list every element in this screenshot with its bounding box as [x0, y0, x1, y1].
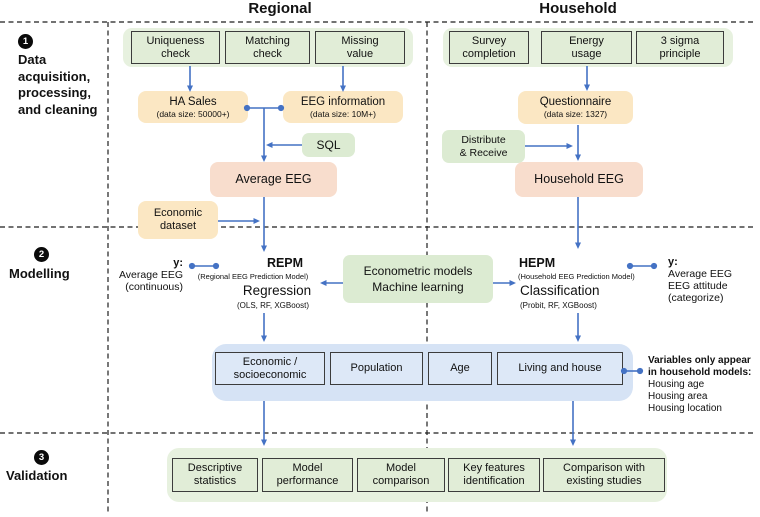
- variable-population-box: Population: [330, 352, 423, 385]
- hepm-y-lines: Average EEG EEG attitude (categorize): [668, 268, 733, 304]
- hepm-full-name: (Household EEG Prediction Model): [518, 272, 635, 281]
- hepm-method: Classification: [520, 283, 600, 298]
- descriptive-statistics-box: Descriptive statistics: [172, 458, 258, 492]
- hepm-y-annotation: y: Average EEG EEG attitude (categorize): [668, 256, 732, 304]
- comparison-studies-box: Comparison with existing studies: [543, 458, 665, 492]
- economic-dataset-box: Economic dataset: [138, 201, 218, 239]
- average-eeg-box: Average EEG: [210, 162, 337, 197]
- ha-sales-title: HA Sales: [169, 95, 217, 108]
- regional-column-header: Regional: [248, 0, 312, 17]
- section1-badge: 1: [18, 34, 33, 49]
- ha-sales-subtitle: (data size: 50000+): [156, 108, 230, 119]
- note-heading: Variables only appear in household model…: [648, 355, 752, 378]
- hepm-y-label: y:: [668, 256, 678, 268]
- repm-method: Regression: [242, 283, 312, 298]
- repm-full-name: (Regional EEG Prediction Model): [197, 272, 309, 281]
- questionnaire-subtitle: (data size: 1327): [543, 109, 608, 119]
- repm-algorithms: (OLS, RF, XGBoost): [236, 301, 310, 310]
- repm-y-label: y:: [173, 257, 183, 269]
- model-performance-box: Model performance: [262, 458, 353, 492]
- distribute-receive-box: Distribute & Receive: [442, 130, 525, 163]
- section3-badge: 3: [34, 450, 49, 465]
- repm-y-lines: Average EEG (continuous): [118, 269, 183, 293]
- econometric-models-box: Econometric models Machine learning: [343, 255, 493, 303]
- matching-check-box: Matching check: [225, 31, 310, 64]
- energy-usage-box: Energy usage: [541, 31, 632, 64]
- section2-label: Modelling: [9, 266, 70, 281]
- section1-label: Data acquisition, processing, and cleani…: [18, 52, 98, 117]
- section2-badge: 2: [34, 247, 49, 262]
- questionnaire-box: Questionnaire (data size: 1327): [518, 91, 633, 124]
- sql-box: SQL: [302, 133, 355, 157]
- eeg-information-box: EEG information (data size: 10M+): [283, 91, 403, 123]
- key-features-box: Key features identification: [448, 458, 540, 492]
- hepm-algorithms: (Probit, RF, XGBoost): [520, 301, 597, 310]
- survey-completion-box: Survey completion: [449, 31, 529, 64]
- household-eeg-box: Household EEG: [515, 162, 643, 197]
- variable-living-house-box: Living and house: [497, 352, 623, 385]
- variable-age-box: Age: [428, 352, 492, 385]
- connector-dots: [188, 104, 658, 375]
- questionnaire-title: Questionnaire: [539, 96, 612, 108]
- section3-label: Validation: [6, 468, 68, 483]
- household-variables-note: Variables only appear in household model…: [648, 355, 751, 415]
- missing-value-box: Missing value: [315, 31, 405, 64]
- eeg-information-title: EEG information: [300, 95, 386, 108]
- repm-y-annotation: y: Average EEG (continuous): [108, 257, 183, 293]
- repm-name: REPM: [266, 256, 304, 270]
- three-sigma-box: 3 sigma principle: [636, 31, 724, 64]
- eeg-information-subtitle: (data size: 10M+): [310, 108, 376, 119]
- model-comparison-box: Model comparison: [357, 458, 445, 492]
- uniqueness-check-box: Uniqueness check: [131, 31, 220, 64]
- ha-sales-box: HA Sales (data size: 50000+): [138, 91, 248, 123]
- note-items: Housing age Housing area Housing locatio…: [648, 379, 722, 414]
- variable-economic-box: Economic / socioeconomic: [215, 352, 325, 385]
- hepm-name: HEPM: [519, 256, 556, 270]
- household-column-header: Household: [539, 0, 617, 17]
